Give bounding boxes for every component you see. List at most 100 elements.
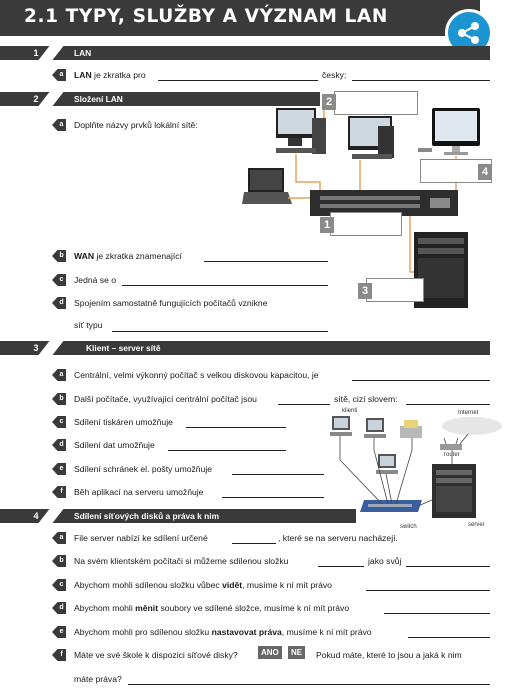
question-text-czech: česky: <box>322 69 347 80</box>
section-number: 4 <box>33 510 39 521</box>
question-text-bold: nastavovat práva <box>211 626 282 637</box>
no-option[interactable]: NE <box>288 646 306 659</box>
question-letter: c <box>59 417 64 425</box>
answer-line[interactable] <box>222 497 324 498</box>
answer-line[interactable] <box>406 566 490 567</box>
question-text-b: jako svůj <box>368 555 402 566</box>
answer-box-2[interactable] <box>334 91 418 115</box>
question-letter: f <box>60 650 63 658</box>
question-4f: f Máte ve své škole k dispozici síťové d… <box>52 648 492 662</box>
question-letter: e <box>59 464 64 472</box>
yes-option[interactable]: ANO <box>258 646 282 659</box>
section-label: Klient – server sítě <box>86 343 161 353</box>
question-4e: e Abychom mohli pro sdílenou složku nast… <box>52 625 492 639</box>
answer-line[interactable] <box>352 380 490 381</box>
question-text: Abychom mohli sdílenou složku vůbec vidě… <box>74 580 332 590</box>
client-computer-icon <box>376 454 398 474</box>
internet-label: Internet <box>458 410 479 416</box>
question-text: Na svém klientském počítači si můžeme sd… <box>74 555 289 566</box>
question-letter: d <box>59 440 64 448</box>
question-letter: b <box>59 556 64 564</box>
question-text-continued: máte práva? <box>74 674 122 684</box>
question-text-rest: je zkratka pro <box>91 69 146 80</box>
section-3-header: 3 Klient – server sítě <box>0 341 490 355</box>
answer-box-1[interactable] <box>330 212 402 236</box>
answer-line[interactable] <box>168 450 286 451</box>
question-letter: a <box>59 370 64 378</box>
question-text-post: soubory ve sdílené složce, musíme k ní m… <box>158 602 350 613</box>
server-label: server <box>468 522 485 528</box>
laptop-icon <box>242 168 292 204</box>
question-2b: b WAN je zkratka znamenající <box>52 249 352 263</box>
question-letter: f <box>60 487 63 495</box>
answer-line[interactable] <box>122 285 328 286</box>
answer-line[interactable] <box>232 543 276 544</box>
section-number: 1 <box>33 47 39 58</box>
question-text: Abychom mohli měnit soubory ve sdílené s… <box>74 603 349 613</box>
question-text-b: , které se na serveru nacházejí. <box>278 532 398 543</box>
question-letter: d <box>59 298 64 306</box>
share-icon <box>458 22 479 44</box>
section-label: LAN <box>74 48 92 58</box>
answer-line[interactable] <box>158 80 318 81</box>
title-bar: 2.1 TYPY, SLUŽBY A VÝZNAM LAN <box>0 0 480 36</box>
question-text-continued: síť typu <box>74 320 103 330</box>
question-letter: b <box>59 394 64 402</box>
question-term: LAN <box>74 69 92 80</box>
question-text-bold: vidět <box>222 579 243 590</box>
question-letter: b <box>59 251 64 259</box>
answer-line[interactable] <box>278 404 330 405</box>
answer-line[interactable] <box>112 331 328 332</box>
answer-box-3[interactable] <box>366 278 424 302</box>
question-text: Abychom mohli pro sdílenou složku nastav… <box>74 627 372 637</box>
answer-line[interactable] <box>406 404 490 405</box>
client-server-diagram: klienti Internet router switch server <box>330 408 502 530</box>
page-title: 2.1 TYPY, SLUŽBY A VÝZNAM LAN <box>24 6 388 27</box>
question-4b: b Na svém klientském počítači si můžeme … <box>52 554 492 568</box>
question-text-pre: Abychom mohli pro sdílenou složku <box>74 626 212 637</box>
question-text-b: sítě, cizí slovem: <box>334 393 398 404</box>
answer-line[interactable] <box>204 261 328 262</box>
question-letter: a <box>59 70 64 78</box>
answer-line[interactable] <box>366 590 490 591</box>
section-label: Sdílení síťových disků a práva k nim <box>74 511 220 521</box>
answer-line[interactable] <box>352 80 490 81</box>
answer-line[interactable] <box>384 613 490 614</box>
question-text: Sdílení schránek el. pošty umožňuje <box>74 463 213 474</box>
router-icon <box>440 437 462 450</box>
question-3a: a Centrální, velmi výkonný počítač s vel… <box>52 368 492 382</box>
answer-line[interactable] <box>408 637 490 638</box>
question-3d: d Sdílení dat umožňuje <box>52 438 312 452</box>
callout-number: 1 <box>320 217 334 233</box>
question-3c: c Sdílení tiskáren umožňuje <box>52 415 312 429</box>
answer-line[interactable] <box>318 566 364 567</box>
question-letter: d <box>59 603 64 611</box>
answer-line[interactable] <box>232 474 324 475</box>
switch-label: switch <box>400 524 417 530</box>
question-letter: a <box>59 533 64 541</box>
question-text-post: , musíme k ní mít právo <box>281 626 372 637</box>
question-letter: e <box>59 627 64 635</box>
question-text-rest: je zkratka znamenající <box>94 250 182 261</box>
server-icon <box>432 464 476 518</box>
callout-number: 3 <box>358 283 372 299</box>
answer-line[interactable] <box>186 427 286 428</box>
section-1-header: 1 LAN <box>0 46 490 60</box>
client-computer-icon <box>364 418 386 438</box>
question-text: File server nabízí ke sdílení určené <box>74 532 208 543</box>
question-text: WAN je zkratka znamenající <box>74 251 182 261</box>
klienti-label: klienti <box>342 408 357 414</box>
callout-number: 2 <box>322 94 336 110</box>
question-letter: c <box>59 580 64 588</box>
question-text: Centrální, velmi výkonný počítač s velko… <box>74 369 319 380</box>
answer-line[interactable] <box>128 684 490 685</box>
question-letter: c <box>59 275 64 283</box>
question-3e: e Sdílení schránek el. pošty umožňuje <box>52 462 332 476</box>
question-term: WAN <box>74 250 95 261</box>
question-text-pre: Abychom mohli sdílenou složku vůbec <box>74 579 223 590</box>
question-1a: a LAN je zkratka pro česky: <box>52 68 492 82</box>
question-2c: c Jedná se o <box>52 273 352 287</box>
section-4-header: 4 Sdílení síťových disků a práva k nim <box>0 509 356 523</box>
question-4d: d Abychom mohli měnit soubory ve sdílené… <box>52 601 492 615</box>
question-text: Jedná se o <box>74 274 117 285</box>
